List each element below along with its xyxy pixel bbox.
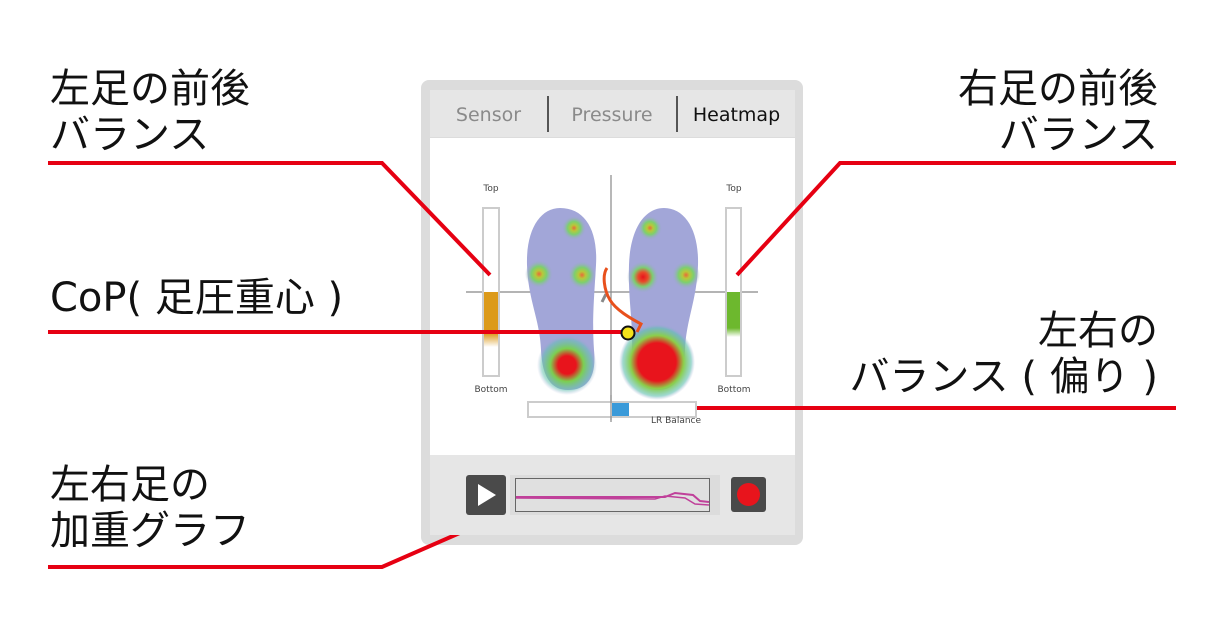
tab-bar: Sensor Pressure Heatmap [430, 90, 795, 137]
cop-annotation: CoP( 足圧重心 ) [50, 275, 344, 321]
annotation-line2: 加重グラフ [50, 508, 250, 554]
graph-series-line [515, 495, 710, 506]
tab-divider [547, 96, 549, 132]
left-balance-annotation: 左足の前後 バランス [50, 66, 250, 158]
left-top-label: Top [483, 184, 499, 194]
annotation-line1: 右足の前後 [958, 66, 1158, 112]
right-foot-heatmap [619, 208, 700, 400]
cop-trace [602, 267, 643, 333]
right-balance-annotation: 右足の前後 バランス [958, 66, 1158, 158]
graph-series-line [516, 491, 710, 503]
right-bottom-label: Bottom [717, 385, 751, 395]
play-button[interactable] [466, 475, 506, 515]
lr-balance-fill [612, 403, 629, 416]
tab-pressure[interactable]: Pressure [571, 104, 653, 126]
annotation-line2: バランス [50, 112, 210, 158]
tab-sensor[interactable]: Sensor [455, 104, 522, 126]
tab-heatmap[interactable]: Heatmap [692, 104, 781, 126]
annotation-line1: 左右足の [50, 462, 210, 508]
annotation-line2: バランス [998, 112, 1158, 158]
cop-trace-old [600, 293, 608, 303]
record-icon [737, 483, 760, 506]
tab-divider [676, 96, 678, 132]
play-icon [478, 484, 496, 506]
right-balance-fill [727, 292, 740, 337]
weight-graph[interactable] [515, 478, 710, 512]
weight-graph-annotation: 左右足の 加重グラフ [50, 462, 250, 554]
annotation-line1: 左右の [1038, 308, 1158, 354]
lr-balance-label: LR Balance [651, 416, 702, 426]
left-balance-fill [484, 292, 498, 347]
annotation-line1: 左足の前後 [50, 66, 250, 112]
record-button[interactable] [731, 477, 766, 512]
right-top-label: Top [726, 184, 742, 194]
cop-marker [620, 325, 636, 341]
left-foot-heatmap [525, 208, 597, 395]
annotation-line2: バランス ( 偏り ) [849, 354, 1158, 400]
left-bottom-label: Bottom [474, 385, 508, 395]
lr-balance-annotation: 左右の バランス ( 偏り ) [849, 308, 1158, 400]
